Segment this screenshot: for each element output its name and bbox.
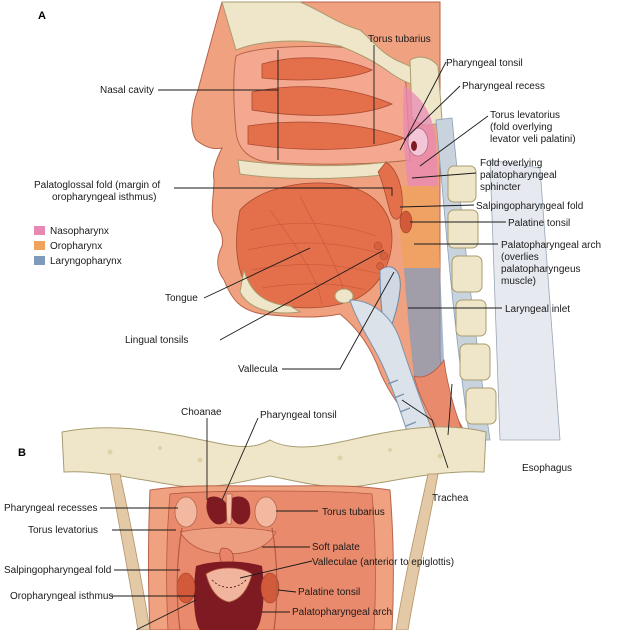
label-pharyngeal-recess: Pharyngeal recess xyxy=(462,81,545,92)
hyoid-bone xyxy=(334,288,354,304)
vertebra-c5 xyxy=(459,343,491,381)
choana-left xyxy=(206,496,229,525)
esophagus-tube xyxy=(413,358,467,441)
lingual-tonsil-nodules xyxy=(373,241,389,270)
label-vallecula: Vallecula xyxy=(238,364,278,375)
torus-tubarius-left-b xyxy=(174,496,198,528)
label-choanae: Choanae xyxy=(181,407,222,418)
label-laryngeal-inlet: Laryngeal inlet xyxy=(505,304,570,315)
legend-label-oropharynx: Oropharynx xyxy=(50,241,102,252)
labels-a: Nasal cavity Torus tubarius Pharyngeal t… xyxy=(34,34,601,504)
panel-b-illustration xyxy=(61,426,487,631)
label-fold-overlying-3: sphincter xyxy=(480,182,521,193)
torus-tubarius-shape xyxy=(407,127,429,157)
spinal-processes xyxy=(489,159,561,441)
label-palatopharyngeal-arch-b: Palatopharyngeal arch xyxy=(292,607,392,618)
label-nasal-cavity: Nasal cavity xyxy=(100,85,154,96)
vertebral-column xyxy=(435,117,561,441)
label-esophagus: Esophagus xyxy=(522,463,572,474)
label-palatopharyngeal-arch-a-3: palatopharyngeus xyxy=(501,264,581,275)
label-palatine-tonsil-b: Palatine tonsil xyxy=(298,587,360,598)
label-lingual-tonsils: Lingual tonsils xyxy=(125,335,188,346)
label-palatoglossal-fold-1: Palatoglossal fold (margin of xyxy=(34,180,160,191)
panel-b-letter: B xyxy=(18,447,26,459)
region-legend: Nasopharynx Oropharynx Laryngopharynx xyxy=(34,226,122,267)
label-pharyngeal-tonsil-b: Pharyngeal tonsil xyxy=(260,410,337,421)
label-fold-overlying-1: Fold overlying xyxy=(480,158,542,169)
nasal-concha-superior xyxy=(261,57,373,81)
labels-b: Choanae Pharyngeal tonsil Pharyngeal rec… xyxy=(4,407,454,618)
epiglottis-b xyxy=(205,567,253,603)
label-salpingopharyngeal-fold-b: Salpingopharyngeal fold xyxy=(4,565,111,576)
label-palatopharyngeal-arch-a-4: muscle) xyxy=(501,276,536,287)
salpingopharyngeal-fold-right-b xyxy=(271,527,278,631)
label-torus-levatorius-a-2: (fold overlying xyxy=(490,122,552,133)
label-palatopharyngeal-arch-a-2: (overlies xyxy=(501,252,539,263)
choana-right xyxy=(230,496,251,525)
leader-lines-a xyxy=(158,45,506,469)
nasal-septum xyxy=(225,493,233,525)
torus-tubarius-right-b xyxy=(254,496,278,528)
soft-palate xyxy=(377,161,403,220)
label-pharyngeal-tonsil-a: Pharyngeal tonsil xyxy=(446,58,523,69)
left-styloid-band xyxy=(109,473,151,631)
eustachian-tube-opening xyxy=(411,141,417,151)
posterior-skull-base xyxy=(61,426,487,488)
soft-palate-b xyxy=(179,527,277,555)
skull-base-texture xyxy=(107,446,443,463)
label-torus-levatorius-a-3: levator veli palatini) xyxy=(490,134,576,145)
label-soft-palate-b: Soft palate xyxy=(312,542,360,553)
tracheal-rings xyxy=(387,379,417,427)
label-palatoglossal-fold-2: oropharyngeal isthmus) xyxy=(52,192,157,203)
label-palatine-tonsil-a: Palatine tonsil xyxy=(508,218,570,229)
label-trachea: Trachea xyxy=(432,493,469,504)
label-fold-overlying-2: palatopharyngeal xyxy=(480,170,557,181)
label-pharyngeal-recesses: Pharyngeal recesses xyxy=(4,503,97,514)
label-torus-levatorius-b: Torus levatorius xyxy=(28,525,98,536)
vertebra-c3 xyxy=(451,255,483,293)
label-tongue: Tongue xyxy=(165,293,198,304)
legend-swatch-oropharynx xyxy=(34,241,45,250)
nasal-concha-middle xyxy=(251,86,394,116)
panel-a-illustration xyxy=(191,1,561,441)
tongue-mass xyxy=(236,182,393,309)
legend-swatch-nasopharynx xyxy=(34,226,45,235)
vertebra-c1 xyxy=(447,165,477,203)
legend-label-laryngopharynx: Laryngopharynx xyxy=(50,256,122,267)
tongue-fibers xyxy=(247,195,383,305)
label-torus-levatorius-a-1: Torus levatorius xyxy=(490,110,560,121)
label-palatopharyngeal-arch-a-1: Palatopharyngeal arch xyxy=(501,240,601,251)
label-valleculae: Valleculae (anterior to epiglottis) xyxy=(312,557,454,568)
mandible-bone xyxy=(239,269,302,314)
vertebra-c4 xyxy=(455,299,487,337)
label-oropharyngeal-isthmus: Oropharyngeal isthmus xyxy=(10,591,113,602)
laryngopharynx-zone xyxy=(404,268,444,378)
palatine-tonsil-left-b xyxy=(176,572,196,604)
palatine-tonsil-right-b xyxy=(260,572,280,604)
leader-lines-b xyxy=(100,417,318,631)
label-salpingopharyngeal-fold-a: Salpingopharyngeal fold xyxy=(476,201,583,212)
legend-label-nasopharynx: Nasopharynx xyxy=(50,226,109,237)
label-torus-tubarius-a: Torus tubarius xyxy=(368,34,431,45)
vertebra-c6 xyxy=(465,387,497,425)
panel-a-letter: A xyxy=(38,10,46,22)
salpingopharyngeal-fold-left-b xyxy=(176,527,183,631)
label-torus-tubarius-b: Torus tubarius xyxy=(322,507,385,518)
vertebra-c2 xyxy=(447,209,479,249)
legend-swatch-laryngopharynx xyxy=(34,256,45,265)
